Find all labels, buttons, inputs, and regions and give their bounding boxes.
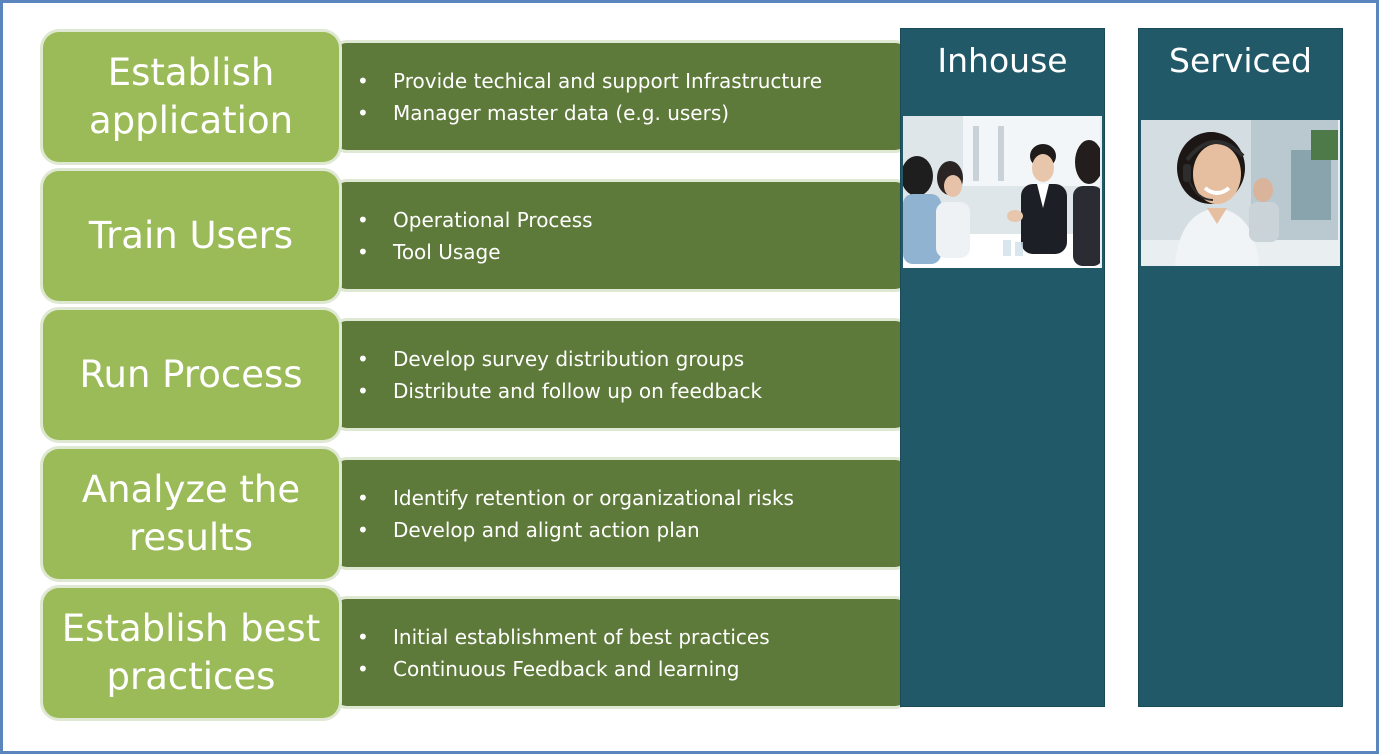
detail-box: Operational Process Tool Usage <box>333 182 909 289</box>
inhouse-column: Inhouse <box>900 28 1105 707</box>
bullet-item: Develop survey distribution groups <box>357 343 762 375</box>
column-title: Serviced <box>1169 41 1312 80</box>
bullet-list: Identify retention or organizational ris… <box>357 482 794 546</box>
step-label: Run Process <box>43 310 339 440</box>
bullet-item: Provide techical and support Infrastruct… <box>357 65 822 97</box>
bullet-list: Operational Process Tool Usage <box>357 204 593 268</box>
bullet-item: Tool Usage <box>357 236 593 268</box>
bullet-item: Distribute and follow up on feedback <box>357 375 762 407</box>
detail-box: Initial establishment of best practices … <box>333 599 909 706</box>
step-label: Establish best practices <box>43 588 339 718</box>
bullet-list: Provide techical and support Infrastruct… <box>357 65 822 129</box>
bullet-list: Develop survey distribution groups Distr… <box>357 343 762 407</box>
bullet-list: Initial establishment of best practices … <box>357 621 770 685</box>
call-center-agent-photo <box>1141 120 1340 266</box>
step-label: Analyze the results <box>43 449 339 579</box>
process-row-establish-application: Provide techical and support Infrastruct… <box>43 32 909 162</box>
process-row-run-process: Develop survey distribution groups Distr… <box>43 310 909 440</box>
bullet-item: Identify retention or organizational ris… <box>357 482 794 514</box>
business-meeting-photo <box>903 116 1102 268</box>
agent-illustration <box>1141 120 1338 266</box>
meeting-illustration <box>903 116 1102 268</box>
step-label: Train Users <box>43 171 339 301</box>
column-title: Inhouse <box>937 41 1068 80</box>
serviced-column: Serviced <box>1138 28 1343 707</box>
process-row-best-practices: Initial establishment of best practices … <box>43 588 909 718</box>
bullet-item: Initial establishment of best practices <box>357 621 770 653</box>
detail-box: Develop survey distribution groups Distr… <box>333 321 909 428</box>
process-row-analyze-results: Identify retention or organizational ris… <box>43 449 909 579</box>
detail-box: Identify retention or organizational ris… <box>333 460 909 567</box>
bullet-item: Manager master data (e.g. users) <box>357 97 822 129</box>
step-label: Establish application <box>43 32 339 162</box>
bullet-item: Operational Process <box>357 204 593 236</box>
bullet-item: Develop and alignt action plan <box>357 514 794 546</box>
detail-box: Provide techical and support Infrastruct… <box>333 43 909 150</box>
bullet-item: Continuous Feedback and learning <box>357 653 770 685</box>
process-row-train-users: Operational Process Tool Usage Train Use… <box>43 171 909 301</box>
